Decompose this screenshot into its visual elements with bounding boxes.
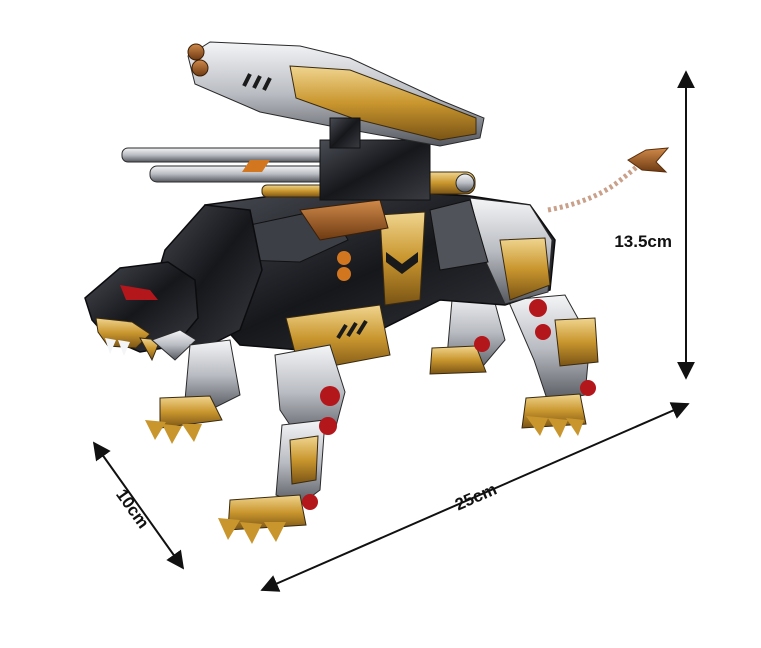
height-dimension: 13.5cm (614, 70, 695, 380)
tail-tip (627, 147, 670, 173)
mech-lion-model (84, 41, 670, 544)
width-label: 10cm (112, 486, 153, 532)
upper-cannon (187, 41, 485, 149)
lower-cannons (121, 139, 476, 201)
front-left-leg (218, 344, 346, 544)
back-right-leg (429, 291, 506, 375)
front-right-leg (145, 339, 241, 444)
width-dimension: 10cm (92, 441, 185, 570)
height-label: 13.5cm (614, 232, 672, 251)
length-arrow (260, 402, 690, 592)
tail (547, 160, 644, 213)
width-arrow (92, 441, 185, 570)
length-label: 25cm (452, 480, 499, 515)
back-left-leg (507, 294, 599, 438)
